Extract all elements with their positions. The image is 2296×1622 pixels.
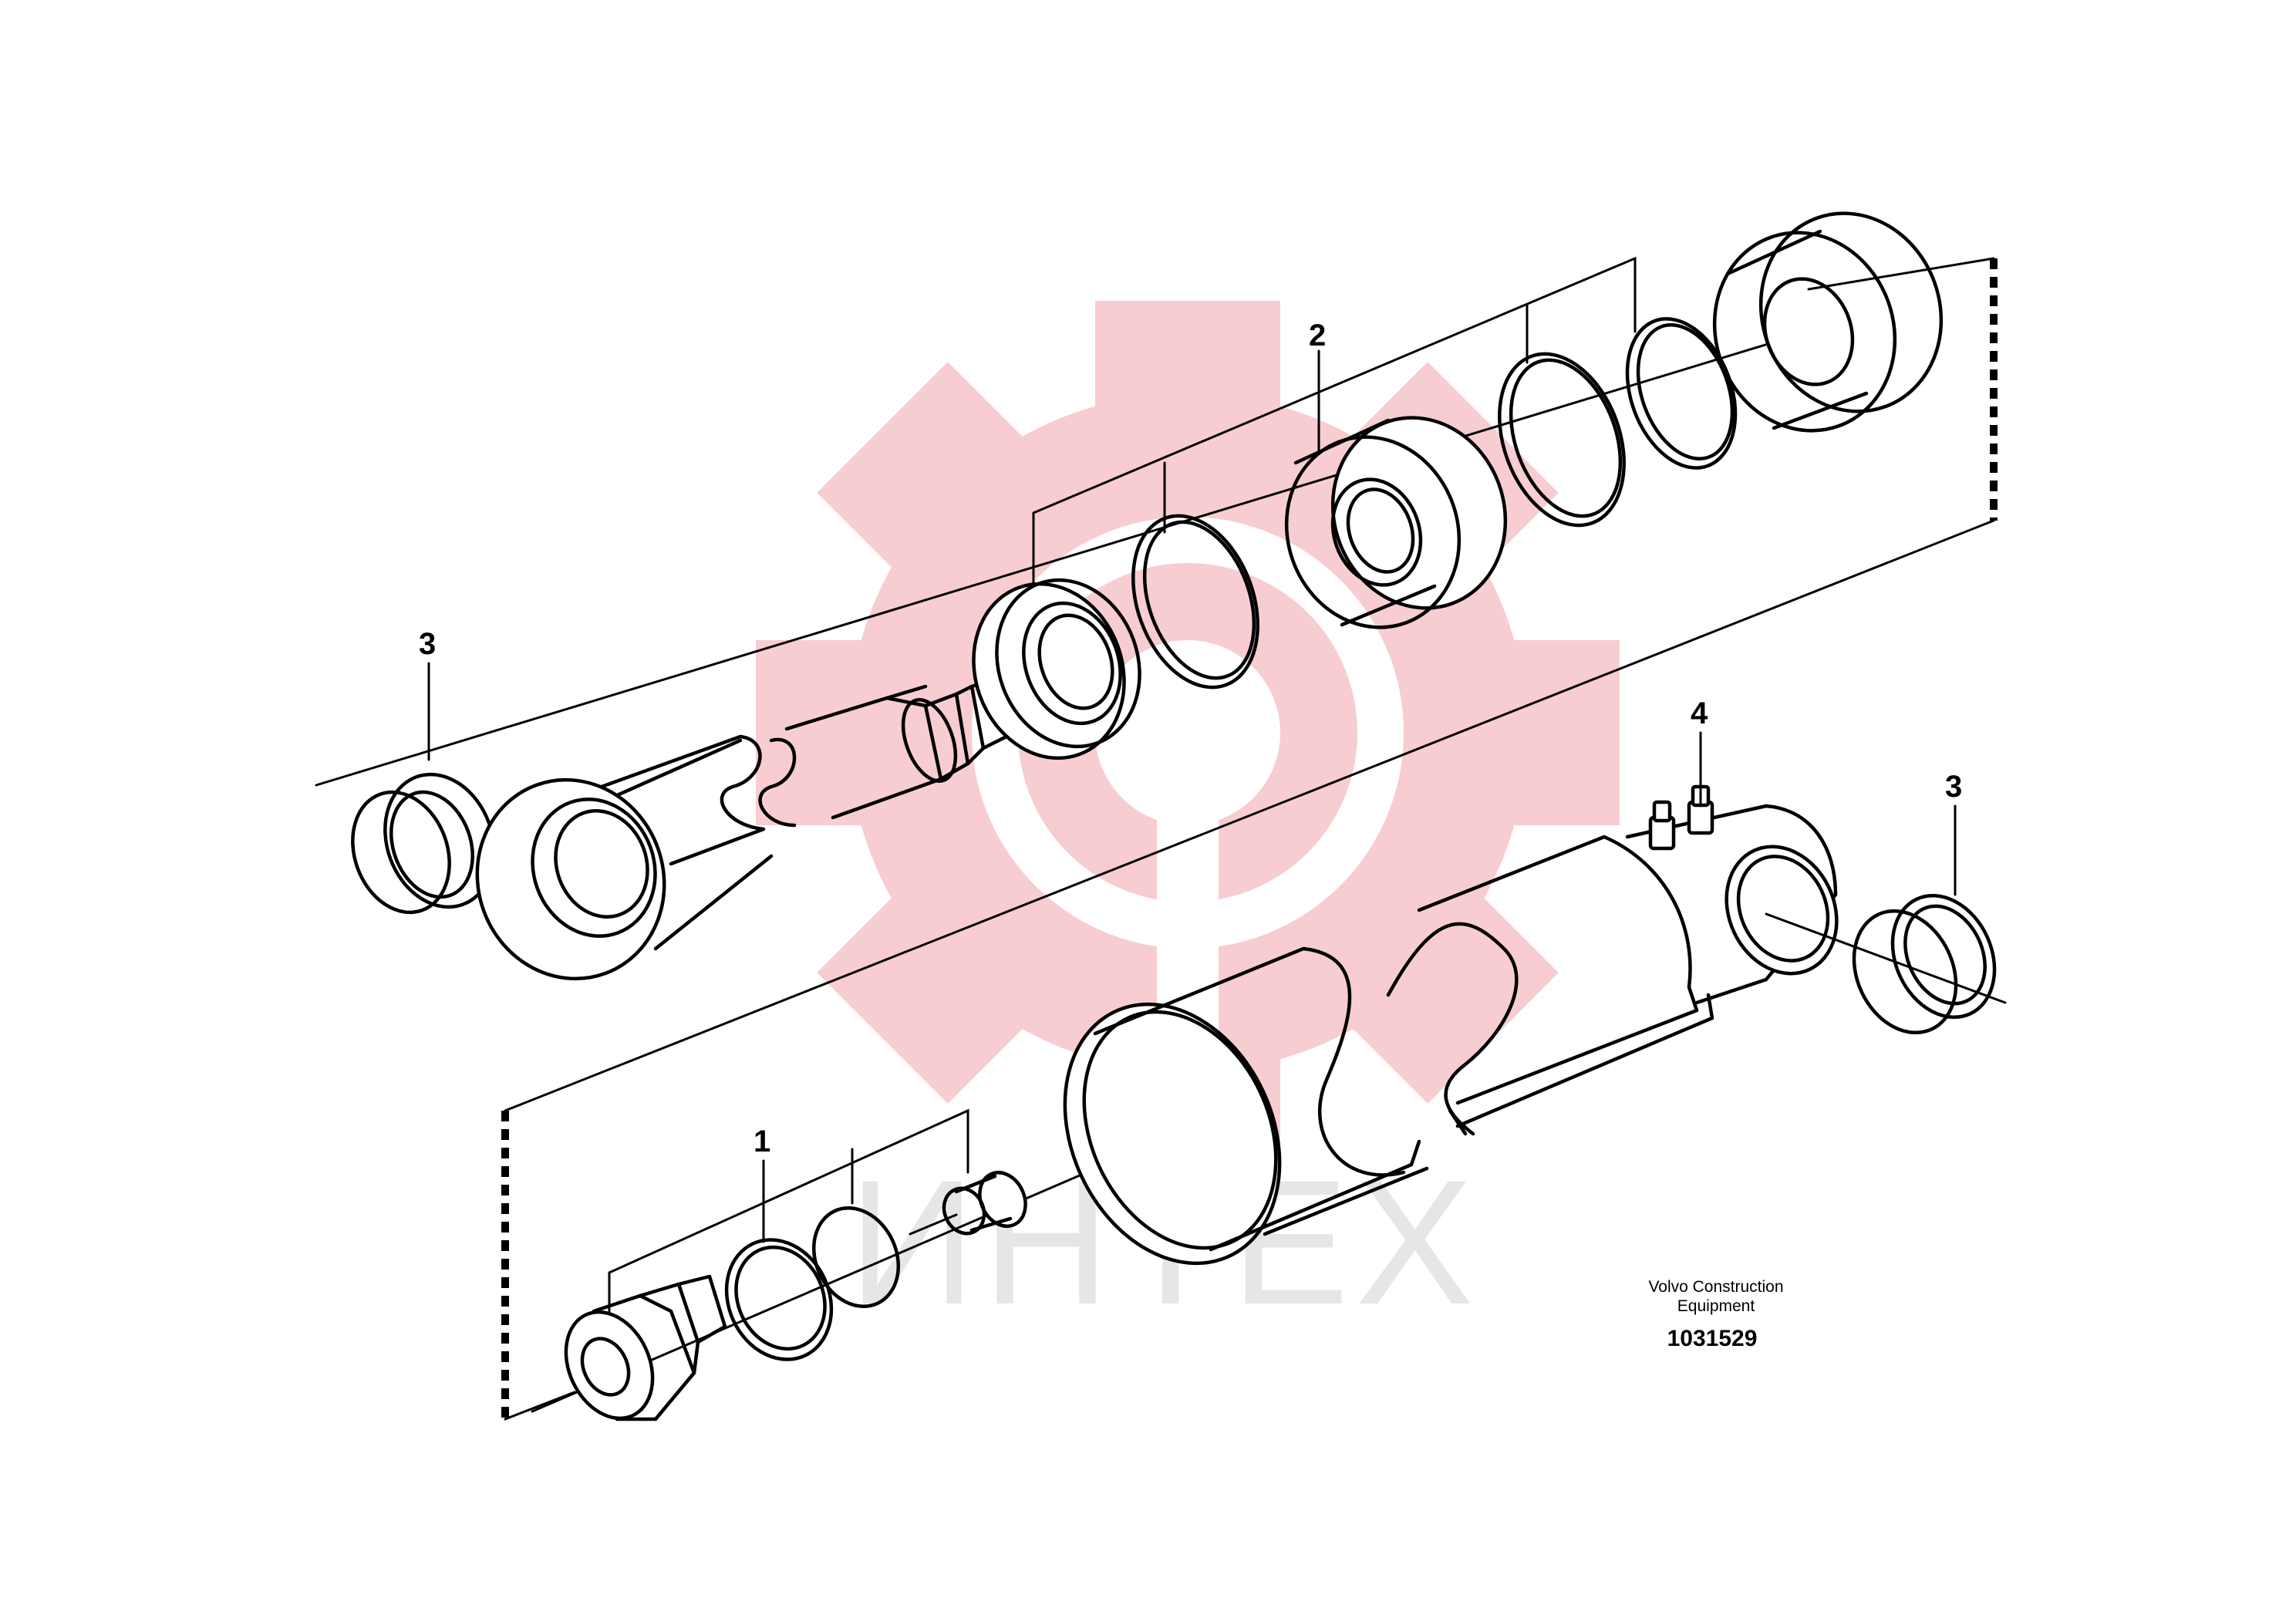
grease-nipple <box>1648 784 1714 851</box>
o-ring-large <box>724 1238 834 1361</box>
piston-rod-eye <box>475 738 774 981</box>
rod-axis-line <box>315 330 1810 787</box>
callout-label-3-right: 3 <box>1945 770 1962 804</box>
cylinder-end-eye <box>1625 804 1839 1005</box>
assembly-connection-line <box>501 257 1998 1421</box>
cylinder-end-bushing <box>1852 893 1997 1035</box>
wear-ring-1 <box>1498 352 1626 528</box>
callout-label-1: 1 <box>754 1125 770 1158</box>
credit-line-2: Equipment <box>1677 1297 1755 1315</box>
bushing-axis-line <box>1765 912 2007 1004</box>
piston-guide-ring <box>972 578 1141 760</box>
plug-fitting <box>564 1274 727 1421</box>
callout-label-2: 2 <box>1309 319 1326 352</box>
check-valve <box>909 1171 1027 1236</box>
piston <box>1284 416 1508 629</box>
o-ring-small <box>811 1206 901 1308</box>
cylinder-head <box>1712 211 1944 433</box>
rod-end-bushing <box>351 772 496 915</box>
callout-label-4: 4 <box>1691 696 1708 730</box>
illustration-part-number: 1031529 <box>1667 1326 1758 1351</box>
wear-ring-2 <box>1625 317 1738 470</box>
credit-line-1: Volvo Construction <box>1648 1278 1783 1296</box>
callout-label-3-left: 3 <box>419 627 436 661</box>
cylinder-tube <box>1063 835 1714 1266</box>
